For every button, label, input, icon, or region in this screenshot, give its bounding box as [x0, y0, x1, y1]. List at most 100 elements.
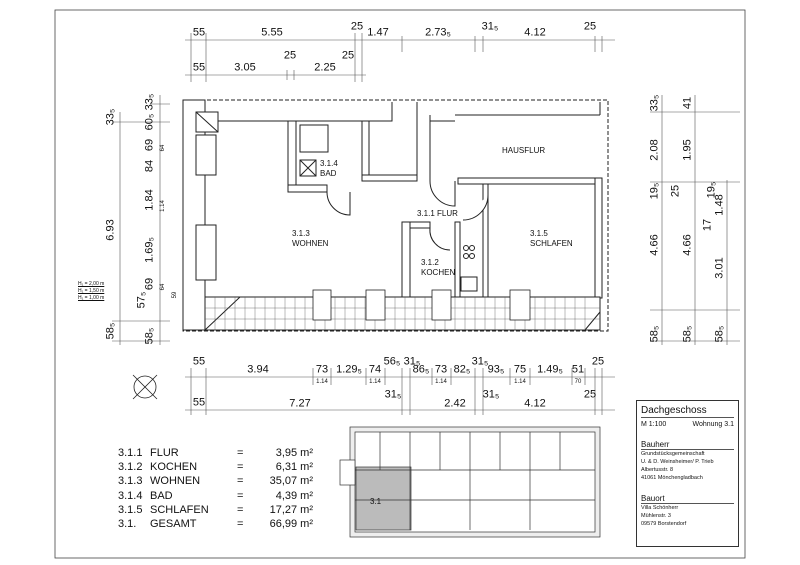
dimension-label-small: 59: [172, 291, 178, 299]
dimension-label: 74: [368, 363, 382, 376]
room-label-hausflur: HAUSFLUR: [502, 146, 546, 155]
room-label-schlafen: 3.1.5 SCHLAFEN: [530, 229, 573, 249]
dimension-label: 1.29₅: [336, 363, 362, 376]
area-number: 3.1.3: [118, 475, 143, 488]
overview-plan: [339, 426, 601, 538]
dimension-label: 73: [434, 363, 448, 376]
dimension-label: 69: [143, 277, 156, 291]
dimension-label: 4.12: [524, 26, 546, 39]
sheet-border: [54, 9, 746, 559]
height-legend-item: H₁ = 1,50 m: [78, 288, 105, 294]
area-value: 66,99 m²: [269, 518, 313, 531]
scale-row: M 1:100 Wohnung 3.1: [641, 421, 734, 428]
area-name: BAD: [150, 489, 173, 502]
dimension-label: 4.66: [681, 234, 694, 256]
unit-label: Wohnung 3.1: [692, 421, 734, 428]
dimension-label: 57₅: [135, 291, 148, 309]
dimension-label-small: 64: [160, 144, 166, 152]
dimension-label: 55: [192, 355, 206, 368]
dimension-label: 58₅: [713, 325, 726, 343]
dimension-label: 25: [583, 388, 597, 401]
dimension-label: 58₅: [104, 322, 117, 340]
dimension-label: 1.69₅: [143, 237, 156, 263]
dimension-label: 58₅: [681, 325, 694, 343]
dimension-label: 86₅: [412, 363, 430, 376]
dimension-label: 2.25: [314, 61, 336, 74]
room-name: BAD: [320, 169, 337, 178]
dimension-label-small: 70: [574, 379, 582, 385]
area-value: 6,31 m²: [275, 461, 313, 474]
dimension-label: 25: [350, 20, 364, 33]
dimension-label: 73: [315, 363, 329, 376]
dimension-label: 31₅: [403, 355, 421, 368]
dimension-label: 25: [341, 49, 355, 62]
area-name: FLUR: [150, 447, 179, 460]
area-equals: =: [237, 489, 244, 502]
dimension-label-small: 1.14: [435, 379, 447, 385]
dimension-label: 55: [192, 26, 206, 39]
dimension-label: 56₅: [383, 355, 401, 368]
dimension-label: 33₅: [104, 108, 117, 126]
dimension-label: 69: [143, 138, 156, 152]
dimension-label: 58₅: [143, 327, 156, 345]
dimension-label: 84: [143, 159, 156, 173]
dimension-label: 1.95: [681, 139, 694, 161]
bauort-line: Mühlenstr. 3: [641, 513, 671, 519]
dimension-label: 5.55: [261, 26, 283, 39]
dimension-label: 7.27: [289, 397, 311, 410]
dimension-label: 1.48: [713, 194, 726, 216]
dimension-label: 75: [513, 363, 527, 376]
dimension-label-small: 64: [160, 283, 166, 291]
dimension-label: 33₅: [648, 94, 661, 112]
area-total-row: 3.1.GESAMT=66,99 m²: [118, 517, 313, 531]
bauherr-line: U. & D. Weinsheimer/ P. Trieb: [641, 459, 714, 465]
dimension-label: 1.47: [367, 26, 389, 39]
area-number: 3.1.1: [118, 447, 143, 460]
bauort-line: Villa Schönherr: [641, 505, 679, 511]
dimension-label: 4.66: [648, 234, 661, 256]
area-number: 3.1.2: [118, 461, 143, 474]
dimension-label: 6.93: [104, 219, 117, 241]
area-equals: =: [237, 447, 244, 460]
dimension-label: 31₅: [482, 388, 500, 401]
bauort-line: 09579 Borstendorf: [641, 521, 687, 527]
height-legend-item: H₁ = 2,00 m: [78, 281, 105, 287]
scale-label: M 1:100: [641, 421, 667, 428]
height-legend-item: H₁ = 1,00 m: [78, 295, 105, 301]
area-equals: =: [237, 503, 244, 516]
area-value: 4,39 m²: [275, 489, 313, 502]
area-row: 3.1.1 FLUR = 3,95 m²: [118, 446, 313, 460]
dimension-label: 25: [283, 49, 297, 62]
room-number: 3.1.3: [292, 229, 310, 238]
room-number: 3.1.2: [421, 258, 439, 267]
dimension-label: 17: [701, 218, 714, 232]
area-value: 17,27 m²: [269, 503, 313, 516]
area-name: WOHNEN: [150, 475, 201, 488]
overview-unit-label: 3.1: [370, 497, 382, 506]
dimension-label: 25: [583, 20, 597, 33]
dimension-label: 60₅: [143, 113, 156, 131]
dimension-label: 33₅: [143, 93, 156, 111]
room-number: 3.1.4: [320, 159, 338, 168]
area-equals: =: [237, 475, 244, 488]
room-label-wohnen: 3.1.3 WOHNEN: [292, 229, 328, 249]
area-value: 35,07 m²: [269, 475, 313, 488]
dimension-label: 3.01: [713, 257, 726, 279]
area-value: 3,95 m²: [275, 447, 313, 460]
dimension-label: 25: [669, 184, 682, 198]
bauherr-line: Albertusstr. 8: [641, 467, 674, 473]
room-name: WOHNEN: [292, 239, 329, 248]
north-arrow-icon: [132, 374, 158, 400]
drawing-title: Dachgeschoss: [641, 405, 734, 418]
dimension-label: 55: [192, 61, 206, 74]
area-number: 3.1.5: [118, 503, 143, 516]
dimension-label: 2.73₅: [425, 26, 451, 39]
dimension-label: 2.08: [648, 139, 661, 161]
dimension-label-small: 1.14: [514, 379, 526, 385]
